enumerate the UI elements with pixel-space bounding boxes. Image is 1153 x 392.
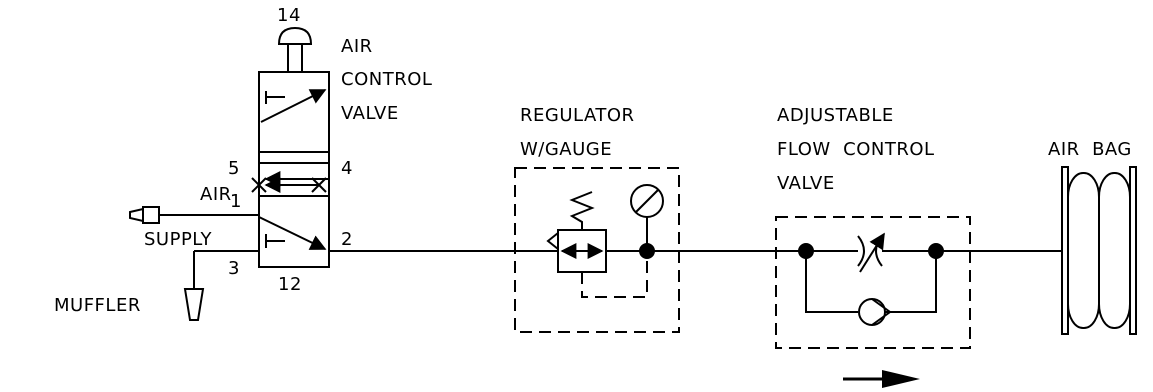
flow-direction-arrow-icon [843, 370, 920, 388]
valve-label-line-3: VALVE [341, 103, 399, 124]
port-14-label: 14 [277, 5, 301, 26]
flow-label-line-1: ADJUSTABLE [777, 105, 894, 126]
exhaust-muffler-icon [183, 288, 205, 321]
port-3-label: 3 [228, 258, 240, 279]
air-control-valve [251, 26, 330, 268]
regulator-label-line-1: REGULATOR [520, 105, 635, 126]
valve-body [258, 71, 330, 268]
push-button-icon [277, 26, 313, 72]
port-4-label: 4 [341, 158, 353, 179]
port-12-label: 12 [278, 274, 302, 295]
regulator-label-line-2: W/GAUGE [520, 139, 612, 160]
supply-label-line-1: AIR [200, 184, 232, 205]
flow-label-line-2: FLOW CONTROL [777, 139, 935, 160]
check-valve-icon [858, 298, 892, 326]
air-bag-icon [1061, 166, 1137, 335]
supply-label-line-2: SUPPLY [144, 229, 212, 250]
valve-label-line-1: AIR [341, 36, 373, 57]
port-1-label: 1 [230, 191, 242, 212]
flow-control-valve [775, 216, 971, 349]
airbag-label: AIR BAG [1048, 139, 1132, 160]
port-5-label: 5 [228, 158, 240, 179]
regulator [514, 167, 680, 333]
variable-restrictor-icon [857, 232, 885, 273]
supply-fitting-icon [129, 206, 160, 224]
flow-label-line-3: VALVE [777, 173, 835, 194]
port-2-label: 2 [341, 229, 353, 250]
valve-label-line-2: CONTROL [341, 69, 432, 90]
muffler-label: MUFFLER [54, 295, 141, 316]
